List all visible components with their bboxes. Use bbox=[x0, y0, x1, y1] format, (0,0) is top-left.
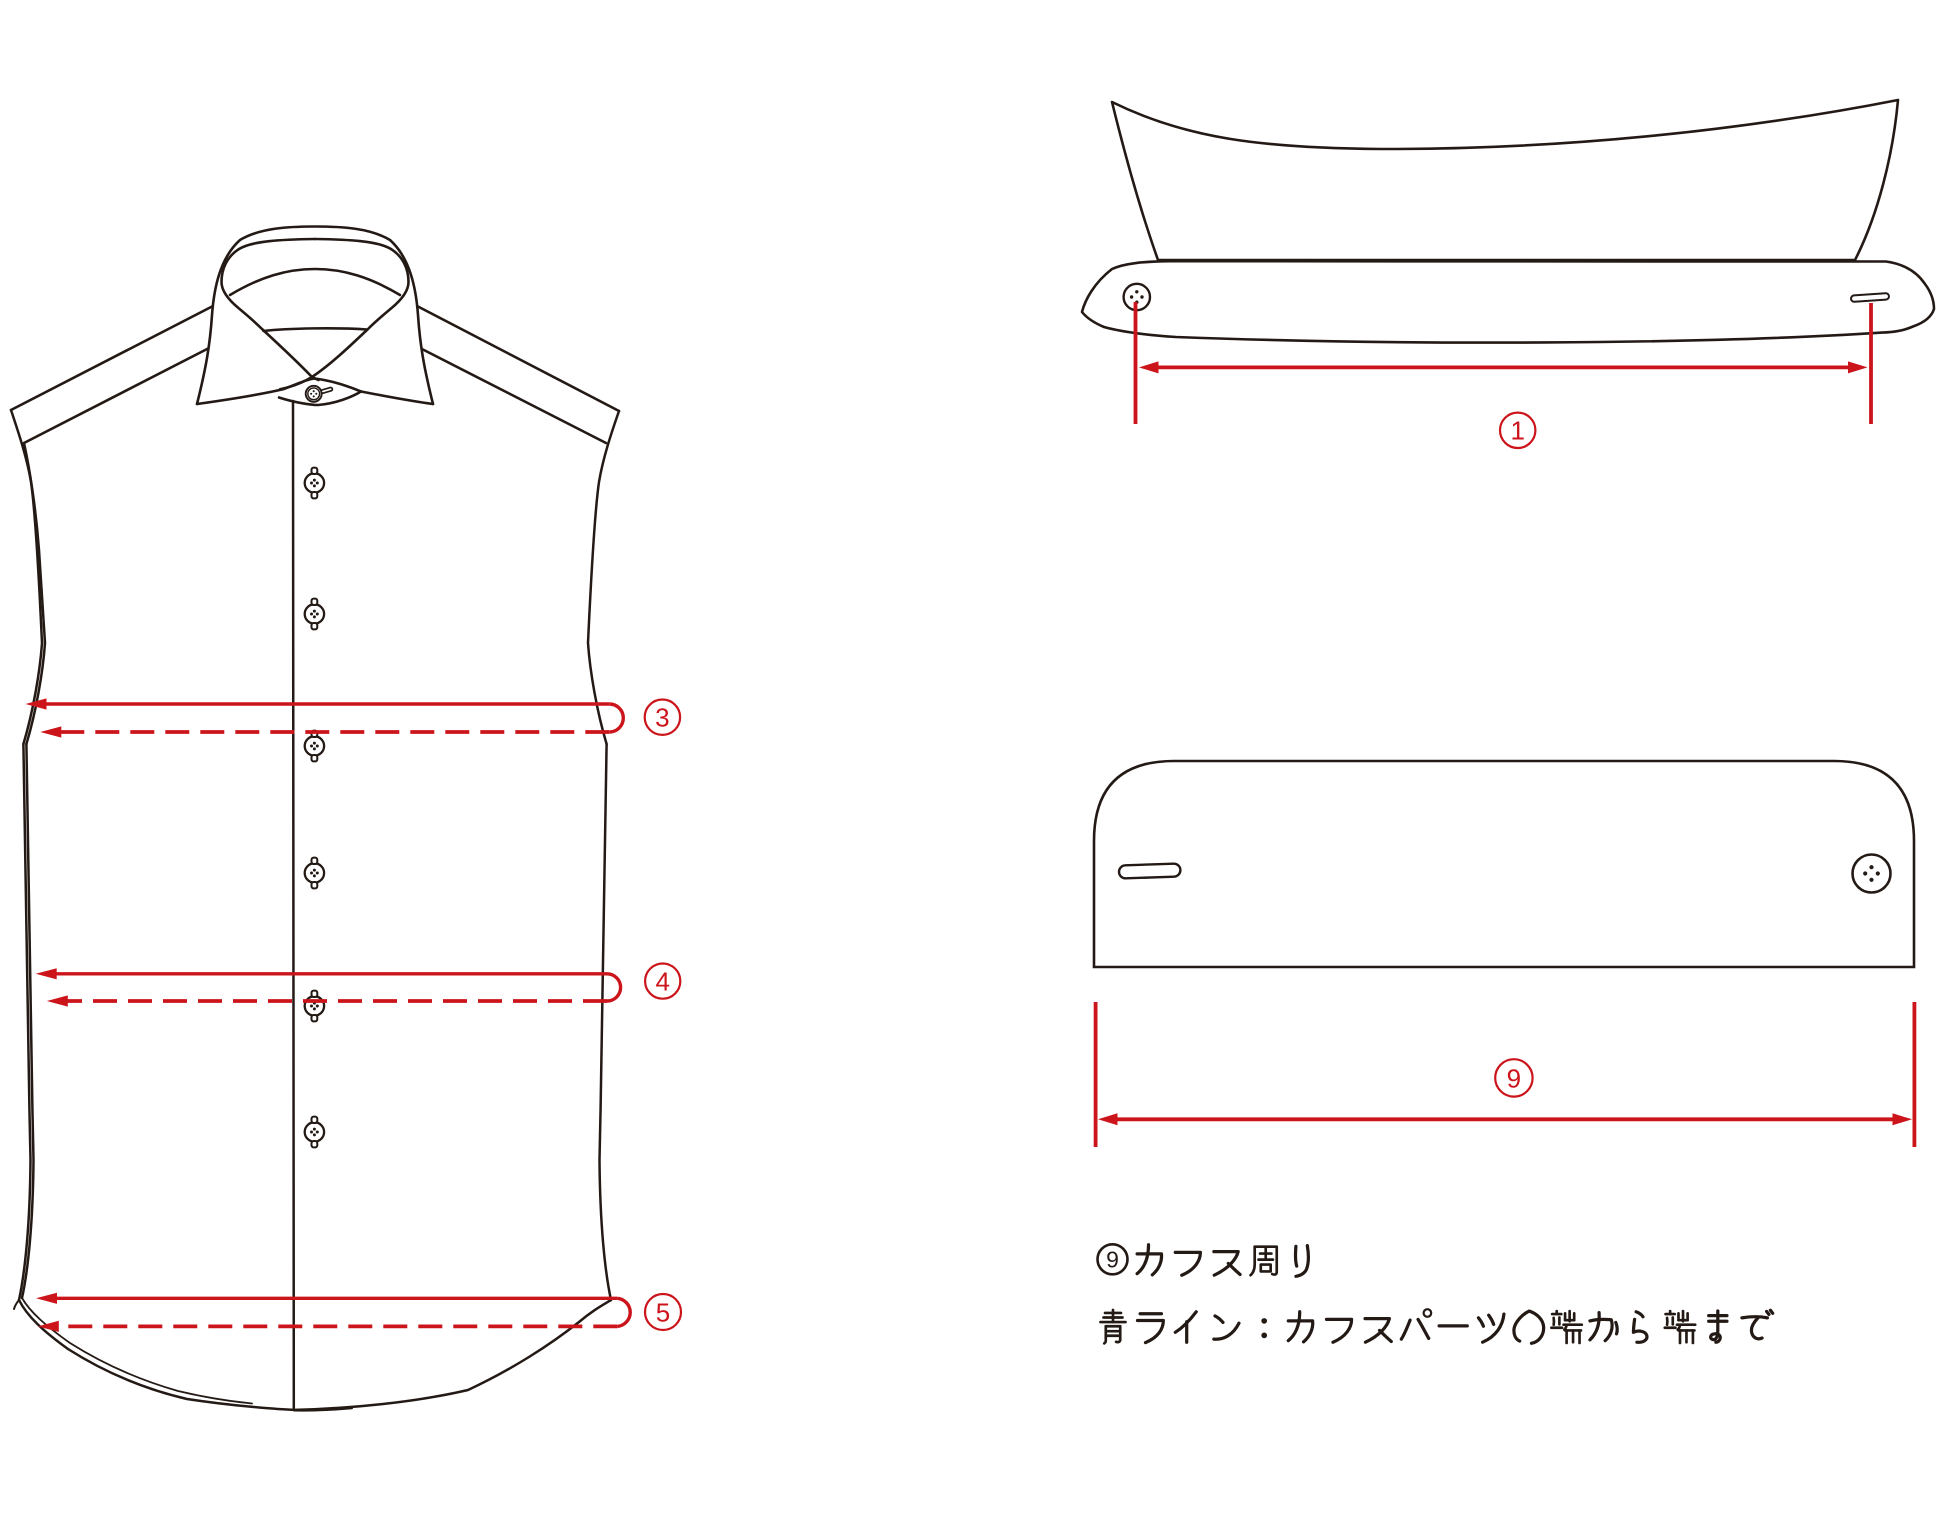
svg-text:1: 1 bbox=[1510, 416, 1524, 446]
svg-text:9: 9 bbox=[1507, 1063, 1521, 1093]
svg-text:3: 3 bbox=[655, 703, 669, 733]
svg-text:4: 4 bbox=[655, 967, 669, 997]
svg-text:5: 5 bbox=[656, 1297, 670, 1327]
svg-text:9: 9 bbox=[1106, 1247, 1119, 1273]
